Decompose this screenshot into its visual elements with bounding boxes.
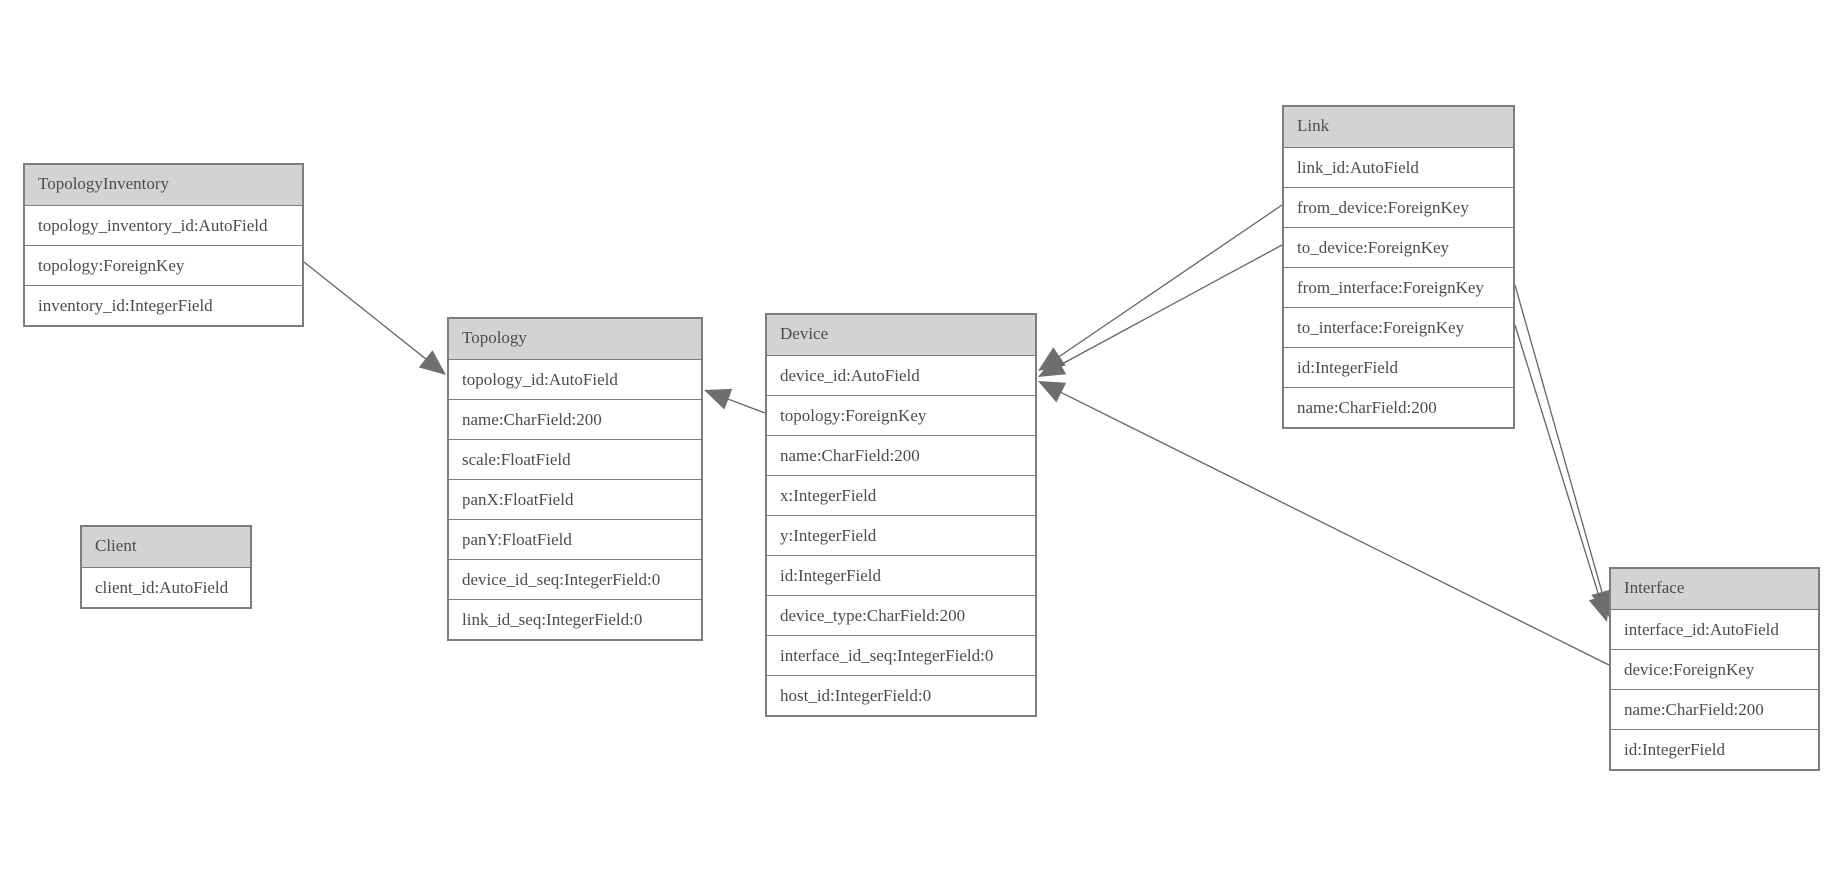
relationship-line-link-from-interface-fk: [1514, 284, 1603, 593]
entity-title-client: Client: [82, 527, 250, 567]
field-row: topology:ForeignKey: [767, 395, 1035, 435]
relationship-line-interface-device-fk: [1060, 391, 1610, 666]
entity-title-device: Device: [767, 315, 1035, 355]
field-row: name:CharField:200: [1284, 387, 1513, 427]
field-row: topology_id:AutoField: [449, 359, 701, 399]
field-row: name:CharField:200: [1611, 689, 1818, 729]
field-row: client_id:AutoField: [82, 567, 250, 607]
relationship-arrowhead-interface-device-fk: [1038, 381, 1067, 403]
relationship-arrowhead-link-from-device-fk: [1038, 347, 1066, 371]
field-row: to_device:ForeignKey: [1284, 227, 1513, 267]
field-row: name:CharField:200: [767, 435, 1035, 475]
field-row: link_id:AutoField: [1284, 147, 1513, 187]
relationship-arrowhead-device-topology-fk: [704, 388, 733, 410]
relationship-line-topology-inventory-topology-fk: [303, 261, 427, 360]
field-row: device:ForeignKey: [1611, 649, 1818, 689]
field-row: interface_id:AutoField: [1611, 609, 1818, 649]
relationship-arrowhead-link-to-device-fk: [1038, 354, 1067, 377]
field-row: link_id_seq:IntegerField:0: [449, 599, 701, 639]
relationship-line-link-to-device-fk: [1060, 244, 1283, 366]
field-row: interface_id_seq:IntegerField:0: [767, 635, 1035, 675]
entity-title-interface: Interface: [1611, 569, 1818, 609]
field-row: inventory_id:IntegerField: [25, 285, 302, 325]
entity-title-topology_inventory: TopologyInventory: [25, 165, 302, 205]
field-row: device_type:CharField:200: [767, 595, 1035, 635]
field-row: from_interface:ForeignKey: [1284, 267, 1513, 307]
field-row: panX:FloatField: [449, 479, 701, 519]
relationship-line-link-from-device-fk: [1059, 204, 1283, 357]
field-row: x:IntegerField: [767, 475, 1035, 515]
relationship-line-link-to-interface-fk: [1514, 324, 1600, 598]
field-row: device_id_seq:IntegerField:0: [449, 559, 701, 599]
relationship-arrowhead-link-to-interface-fk: [1588, 593, 1610, 622]
field-row: from_device:ForeignKey: [1284, 187, 1513, 227]
field-row: id:IntegerField: [767, 555, 1035, 595]
field-row: to_interface:ForeignKey: [1284, 307, 1513, 347]
field-row: id:IntegerField: [1611, 729, 1818, 769]
field-row: id:IntegerField: [1284, 347, 1513, 387]
field-row: name:CharField:200: [449, 399, 701, 439]
relationship-arrowhead-topology-inventory-topology-fk: [418, 350, 446, 375]
field-row: topology:ForeignKey: [25, 245, 302, 285]
field-row: device_id:AutoField: [767, 355, 1035, 395]
field-row: host_id:IntegerField:0: [767, 675, 1035, 715]
field-row: topology_inventory_id:AutoField: [25, 205, 302, 245]
entity-title-topology: Topology: [449, 319, 701, 359]
field-row: scale:FloatField: [449, 439, 701, 479]
field-row: y:IntegerField: [767, 515, 1035, 555]
relationship-line-device-topology-fk: [728, 398, 766, 414]
entity-title-link: Link: [1284, 107, 1513, 147]
field-row: panY:FloatField: [449, 519, 701, 559]
